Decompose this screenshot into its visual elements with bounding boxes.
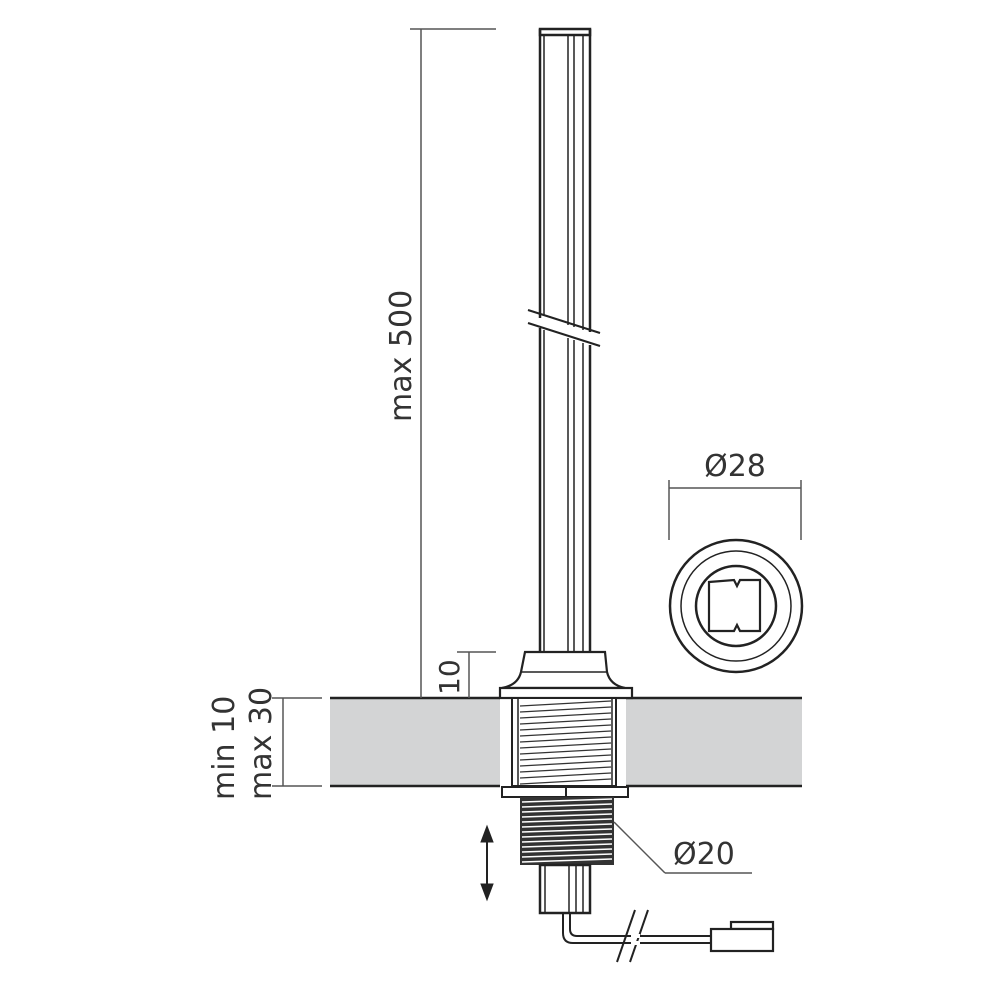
panel [330, 696, 802, 788]
dim-thickness-min-label: min 10 [207, 696, 242, 800]
double-vertical-arrow-icon [480, 824, 494, 902]
collar [498, 650, 634, 700]
nut-washer [501, 786, 629, 798]
dim-thread-diameter-label: Ø20 [673, 837, 735, 872]
dim-outer-diameter-label: Ø28 [704, 449, 766, 484]
tube-bottom [538, 863, 592, 915]
top-view: Ø28 [668, 449, 804, 674]
dim-height-label: max 500 [384, 290, 419, 422]
dim-thickness [272, 697, 322, 787]
dim-offset [457, 651, 496, 698]
tube-lower [538, 328, 592, 652]
lower-thread [520, 797, 614, 865]
connector-plug [709, 920, 775, 953]
cable [562, 913, 715, 944]
break-mark-icon [527, 309, 601, 347]
tube-upper [538, 27, 592, 332]
dim-height [410, 28, 496, 698]
dim-offset-label: 10 [433, 659, 466, 695]
dim-thickness-max-label: max 30 [244, 687, 279, 800]
threaded-body [511, 697, 617, 787]
dim-thread-diameter [613, 821, 752, 874]
